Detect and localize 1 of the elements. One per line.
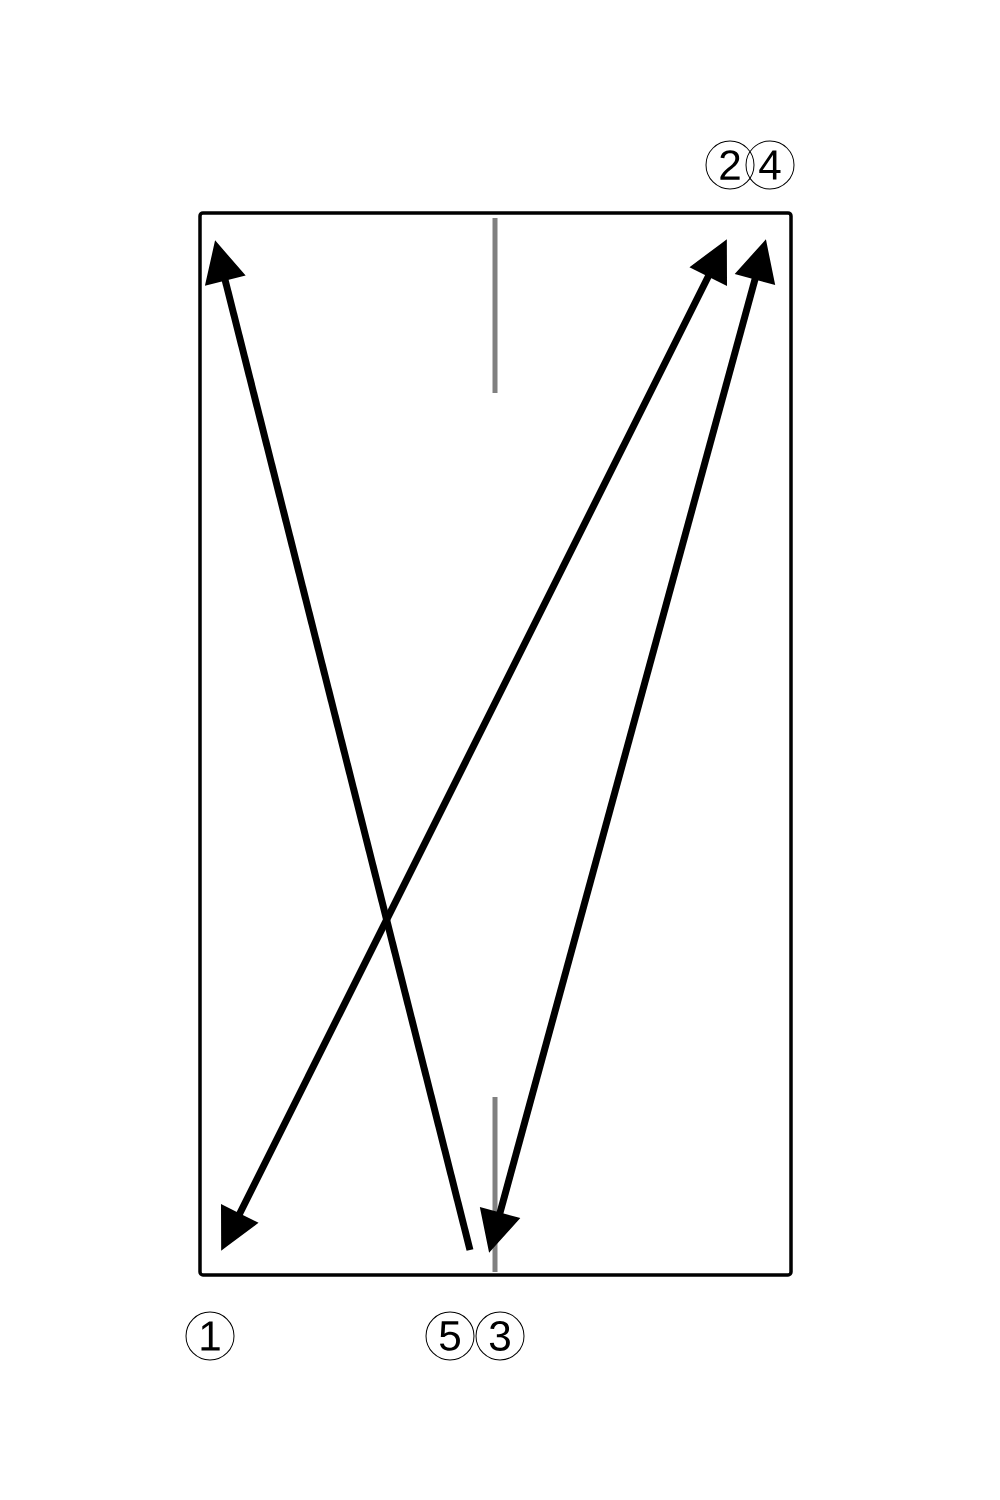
table-top	[198, 211, 793, 1277]
